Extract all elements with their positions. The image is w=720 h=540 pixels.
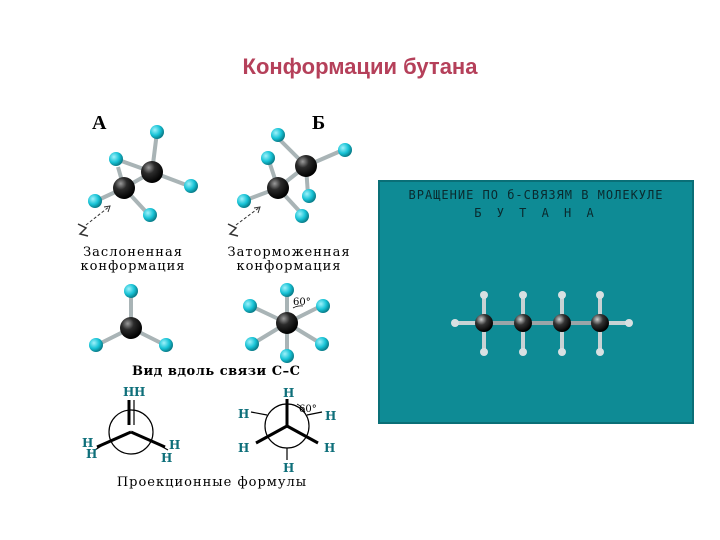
eclipsed-caption-line1: Заслоненная [83,245,183,260]
eclipsed-view-arrow [77,205,111,237]
view-caption: Вид вдоль связи С–С [132,364,301,379]
panel-a-letter: А [92,112,107,134]
staggered-end-view [243,283,330,363]
newman-staggered-h: H [283,461,294,475]
staggered-caption-line2: конформация [236,259,342,274]
newman-staggered-h: H [238,407,249,421]
slide-title: Конформации бутана [242,54,478,79]
newman-staggered-h: H [238,441,249,455]
eclipsed-end-view [89,284,173,352]
newman-eclipsed-h: H [169,438,180,452]
newman-angle-label: 60° [299,404,317,415]
staggered-caption: Заторможенная конформация [222,246,356,274]
newman-eclipsed-h: H [161,451,172,465]
animation-title-line2: Б У Т А Н А [474,206,598,220]
eclipsed-caption: Заслоненная конформация [68,246,198,274]
newman-eclipsed-h: H [86,447,97,461]
newman-staggered-h: H [324,441,335,455]
newman-eclipsed-h: H [134,385,145,399]
projection-caption: Проекционные формулы [116,475,308,490]
butane-animation-panel: ВРАЩЕНИЕ ПО б-СВЯЗЯМ В МОЛЕКУЛЕ Б У Т А … [378,180,694,424]
newman-eclipsed-h: H [82,436,93,450]
staggered-angle-label: 60° [293,297,311,308]
staggered-caption-line1: Заторможенная [227,245,351,260]
butane-chain-model [451,291,633,356]
newman-eclipsed [94,400,169,455]
eclipsed-ball-model [88,125,198,222]
newman-staggered-h: H [283,386,294,400]
panel-b-letter: Б [312,112,326,134]
newman-eclipsed-h: H [123,385,134,399]
newman-staggered-h: H [325,409,336,423]
staggered-ball-model [237,128,352,223]
animation-title-line1: ВРАЩЕНИЕ ПО б-СВЯЗЯМ В МОЛЕКУЛЕ [408,188,664,202]
staggered-view-arrow [227,206,261,237]
newman-staggered [250,399,323,460]
eclipsed-caption-line2: конформация [80,259,186,274]
